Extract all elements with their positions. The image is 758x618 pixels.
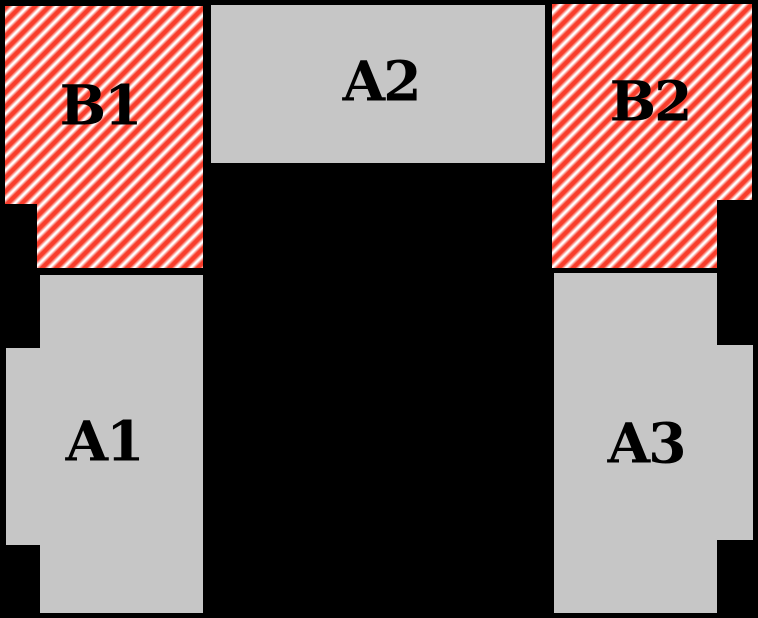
zone-b1-hatched-region	[5, 6, 203, 268]
zone-a2-label: A2	[342, 48, 422, 114]
zone-b2-hatched-region	[552, 4, 752, 268]
zone-b2-label: B2	[609, 68, 693, 134]
zone-a3-label: A3	[607, 410, 687, 476]
zone-a2-region	[211, 5, 545, 163]
zone-b1-label: B1	[59, 72, 143, 138]
zone-a1-label: A1	[65, 408, 145, 474]
